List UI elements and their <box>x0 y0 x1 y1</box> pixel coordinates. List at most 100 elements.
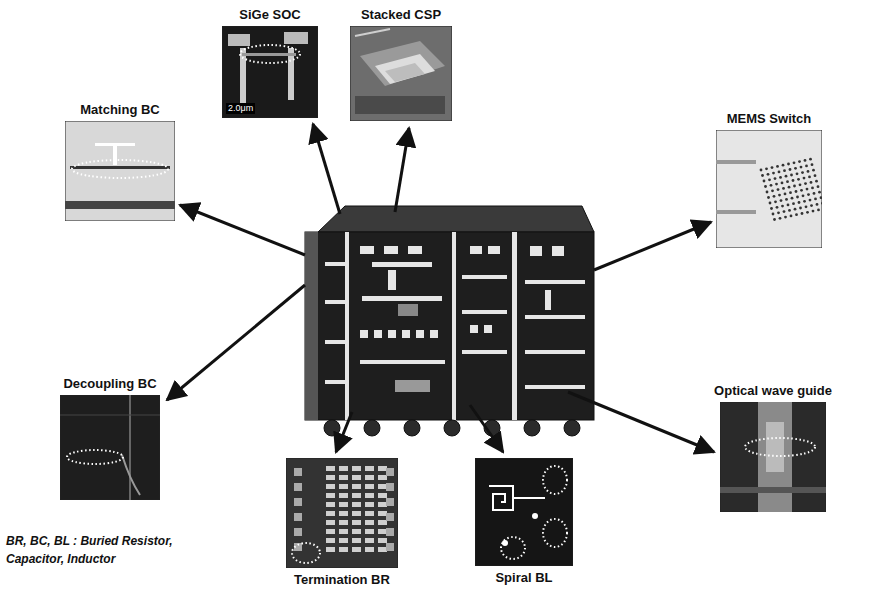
resistor-cell <box>365 529 374 534</box>
resistor-cell <box>365 547 374 552</box>
photo-feature <box>513 497 545 499</box>
resistor-cell <box>378 493 387 498</box>
photo-panel: Termination BR <box>284 455 400 588</box>
switch-hole <box>812 169 815 172</box>
resistor-cell <box>352 529 361 534</box>
layer-line <box>525 315 585 319</box>
pointer-arrow <box>594 222 711 270</box>
resistor-cell <box>365 511 374 516</box>
resistor-cell <box>352 502 361 507</box>
micrograph <box>286 458 398 568</box>
spiral-inductor <box>489 486 513 510</box>
resistor-cell <box>378 538 387 543</box>
package-top <box>318 206 594 232</box>
layer-line <box>360 360 445 364</box>
chip-pad <box>374 330 382 338</box>
switch-hole <box>806 188 809 191</box>
switch-hole <box>770 207 773 210</box>
photo-feature <box>122 455 140 495</box>
highlight-ellipse <box>745 438 815 456</box>
switch-hole <box>773 195 776 198</box>
pad <box>294 513 302 521</box>
resistor-cell <box>365 502 374 507</box>
resistor-cell <box>326 538 335 543</box>
switch-hole <box>760 169 763 172</box>
switch-hole <box>801 212 804 215</box>
photo-feature <box>355 96 445 114</box>
pad <box>294 468 302 476</box>
package-side <box>305 232 318 420</box>
switch-hole <box>814 198 817 201</box>
pad <box>386 513 394 521</box>
switch-hole <box>786 180 789 183</box>
switch-hole <box>778 171 781 174</box>
switch-hole <box>818 191 821 194</box>
switch-hole <box>787 163 790 166</box>
pad <box>386 498 394 506</box>
package-internals <box>325 232 585 420</box>
switch-hole <box>792 202 795 205</box>
resistor-cell <box>339 538 348 543</box>
switch-hole <box>815 180 818 183</box>
via-wall <box>345 232 349 420</box>
pad <box>294 528 302 536</box>
switch-hole <box>780 199 783 202</box>
resistor-cell <box>339 502 348 507</box>
switch-hole <box>799 183 802 186</box>
resistor-cell <box>326 484 335 489</box>
photo-feature <box>60 415 160 416</box>
resistor-cell <box>378 547 387 552</box>
resistor-cell <box>352 520 361 525</box>
photo-ground <box>350 26 452 121</box>
switch-hole <box>775 183 778 186</box>
resistor-cell <box>326 502 335 507</box>
resistor-cell <box>365 466 374 471</box>
switch-hole <box>807 193 810 196</box>
switch-hole <box>807 170 810 173</box>
layer-line <box>525 280 585 284</box>
pointer-arrows <box>167 124 714 452</box>
resistor-cell <box>339 520 348 525</box>
switch-hole <box>766 191 769 194</box>
layer-line <box>325 380 345 384</box>
highlight-ellipse <box>292 543 320 563</box>
switch-hole <box>772 172 775 175</box>
chip-pad <box>416 330 424 338</box>
switch-hole <box>788 186 791 189</box>
switch-hole <box>798 160 801 163</box>
solder-ball <box>564 420 580 436</box>
switch-hole <box>813 192 816 195</box>
switch-hole <box>804 182 807 185</box>
resistor-cell <box>352 493 361 498</box>
highlight-ellipse <box>67 450 123 464</box>
resistor-cell <box>378 511 387 516</box>
switch-hole <box>795 190 798 193</box>
via-wall <box>512 232 517 420</box>
panel-heading: Stacked CSP <box>348 6 454 23</box>
highlight-ellipse <box>543 466 567 494</box>
photo-ground <box>286 458 398 568</box>
chip-pad <box>488 246 500 254</box>
resistor-cell <box>352 547 361 552</box>
resistor-cell <box>378 466 387 471</box>
switch-hole <box>789 191 792 194</box>
layer-line <box>462 310 507 314</box>
micrograph <box>60 395 160 500</box>
via <box>545 290 551 310</box>
resistor-cell <box>339 466 348 471</box>
switch-hole <box>790 174 793 177</box>
photo-ground <box>475 458 573 566</box>
photo-feature <box>284 32 308 44</box>
switch-hole <box>767 196 770 199</box>
photo-ground <box>60 395 160 500</box>
resistor-cell <box>365 484 374 489</box>
switch-hole <box>820 196 822 199</box>
resistor-cell <box>339 547 348 552</box>
via <box>388 270 396 290</box>
resistor-cell <box>326 547 335 552</box>
panel-heading: Optical wave guide <box>712 382 834 399</box>
switch-hole <box>800 166 803 169</box>
panel-heading: SiGe SOC <box>220 6 320 23</box>
resistor-cell <box>326 466 335 471</box>
switch-hole <box>810 181 813 184</box>
